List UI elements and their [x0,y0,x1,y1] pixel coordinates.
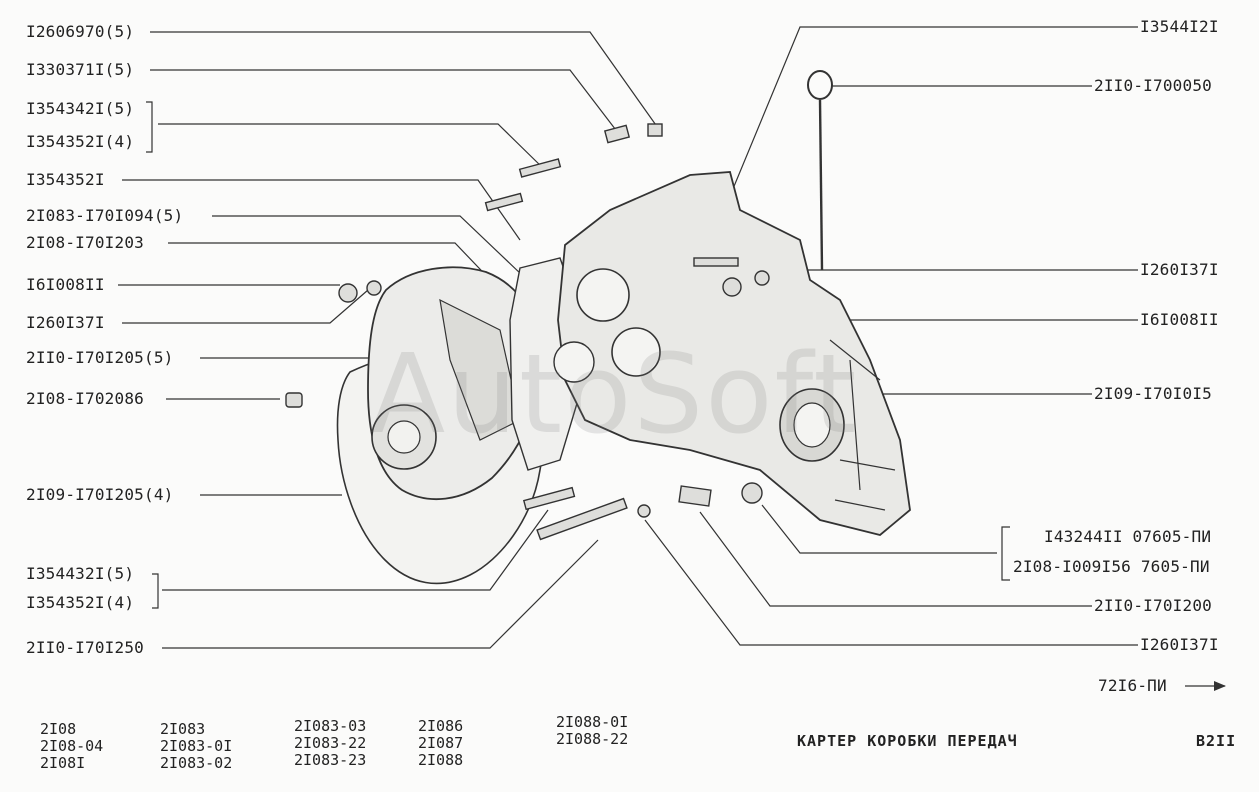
callout-label: I354352I(4) [26,132,135,151]
callout-label: 2I09-I70I205(4) [26,485,174,504]
model-code: 2I083-22 [294,734,367,752]
housing-bore-2 [611,327,661,377]
callout-label: 2I08-I702086 [26,389,144,408]
model-list-col-3: 2I083-03 2I083-22 2I083-23 [294,718,366,769]
model-code: 2I083-03 [294,717,367,735]
model-list-col-5: 2I088-0I 2I088-22 [556,714,628,748]
callout-label: 2I08-I009I56 7605-ПИ [1013,557,1210,576]
model-code: 2I083 [160,720,206,738]
callout-label: 2II0-I70I205(5) [26,348,174,367]
model-code: 2I08I [40,754,86,772]
callout-label: I260I37I [1140,260,1219,279]
cover-rib [439,298,521,441]
callout-label: I6I008II [26,275,105,294]
callout-label: 2II0-I700050 [1094,76,1212,95]
callout-label: I354352I(4) [26,593,135,612]
callout-label: I2606970(5) [26,22,135,41]
output-bore-inner [793,402,831,448]
model-code: 2I083-02 [160,754,233,772]
callout-label: I354352I [26,170,105,189]
model-code: 2I088-22 [556,730,629,748]
callout-label: I260I37I [1140,635,1219,654]
callout-label: I354432I(5) [26,564,135,583]
model-code: 2I083-0I [160,737,233,755]
page-code: B2II [1196,732,1237,750]
diagram-title: КАРТЕР КОРОБКИ ПЕРЕДАЧ [797,732,1018,750]
model-code: 2I087 [418,734,464,752]
dipstick [807,70,833,271]
model-code: 2I08-04 [40,737,104,755]
watermark: AutoSoft [370,330,859,458]
housing-ribs [829,339,896,511]
model-code: 2I08 [40,720,77,738]
callout-label: 2II0-I70I200 [1094,596,1212,615]
model-list-col-2: 2I083 2I083-0I 2I083-02 [160,721,232,772]
model-code: 2I086 [418,717,464,735]
callout-label: I43244II 07605-ПИ [1044,527,1212,546]
callout-label: I260I37I [26,313,105,332]
model-list-col-4: 2I086 2I087 2I088 [418,718,463,769]
fasteners [285,123,770,541]
callout-label: 2II0-I70I250 [26,638,144,657]
reference-label: 72I6-ПИ [1098,676,1167,695]
callout-label: I3544I2I [1140,17,1219,36]
housing-bore-1 [576,268,630,322]
callout-label: 2I09-I70I0I5 [1094,384,1212,403]
callout-label: 2I083-I70I094(5) [26,206,184,225]
model-code: 2I088-0I [556,713,629,731]
model-list-col-1: 2I08 2I08-04 2I08I [40,721,103,772]
callout-label: I330371I(5) [26,60,135,79]
housing-bore-3 [553,341,595,383]
callout-label: 2I08-I70I203 [26,233,144,252]
arrow-head [1214,681,1226,691]
model-code: 2I088 [418,751,464,769]
callout-label: I6I008II [1140,310,1219,329]
callout-label: I354342I(5) [26,99,135,118]
cover-boss-inner [387,420,421,454]
model-code: 2I083-23 [294,751,367,769]
